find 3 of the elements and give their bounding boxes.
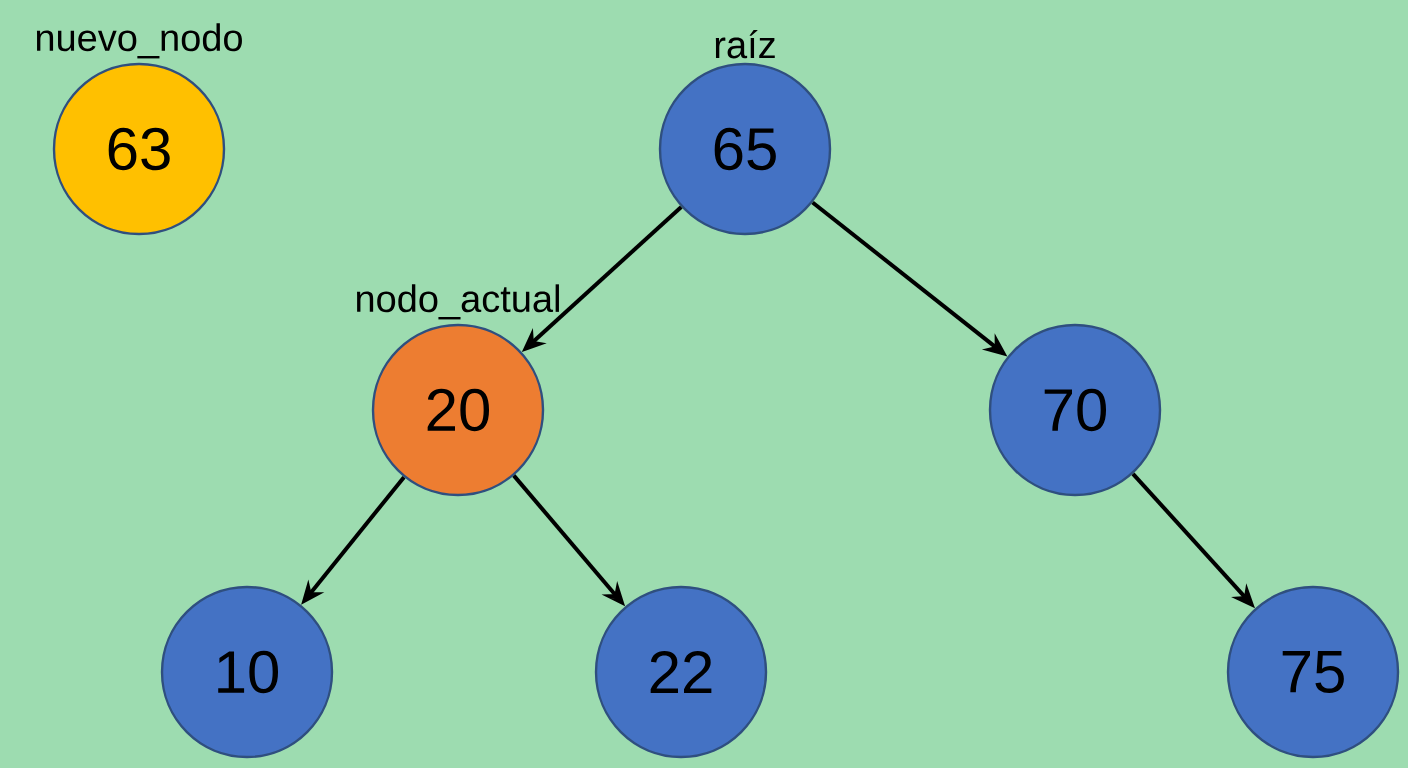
node-label: raíz [715, 30, 775, 59]
node-label: nuevo_nodo [36, 23, 242, 59]
node-label: nodo_actual [357, 284, 559, 320]
